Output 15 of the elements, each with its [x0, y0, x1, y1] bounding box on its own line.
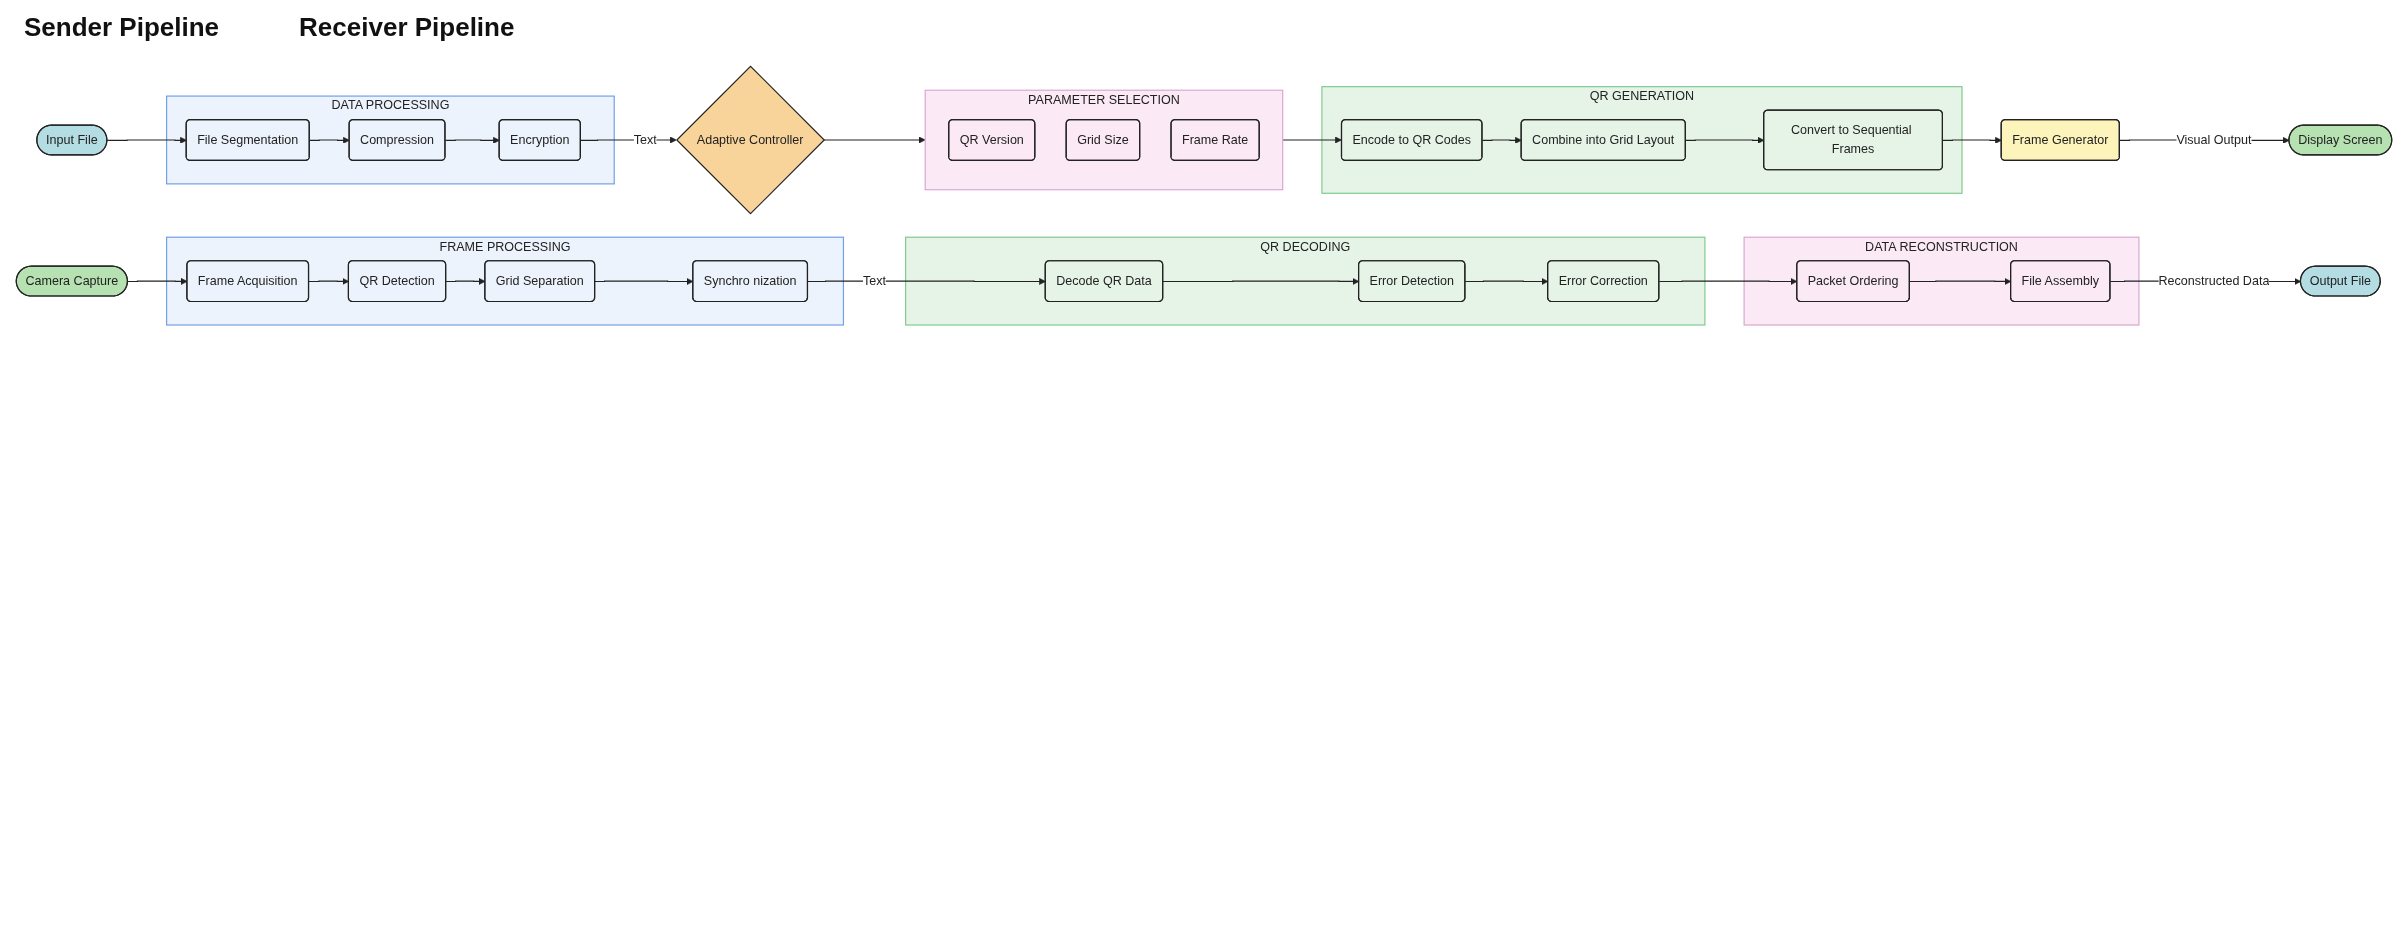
edge-label: Text [863, 274, 887, 288]
arrow [823, 136, 926, 144]
arrow [1481, 136, 1522, 144]
edge-label: Text [633, 132, 657, 147]
arrow [309, 136, 350, 144]
arrow [1282, 136, 1342, 144]
arrow [807, 278, 1046, 285]
arrow [444, 136, 500, 144]
arrow [1942, 136, 2002, 144]
edge-label: Visual Output [2176, 132, 2252, 147]
section-heading: Receiver Pipeline [299, 12, 515, 43]
node-diamond: Adaptive Controller [675, 65, 826, 215]
arrow [106, 136, 187, 144]
section-heading: Sender Pipeline [24, 12, 220, 43]
edge-label: Reconstructed Data [2158, 274, 2270, 288]
